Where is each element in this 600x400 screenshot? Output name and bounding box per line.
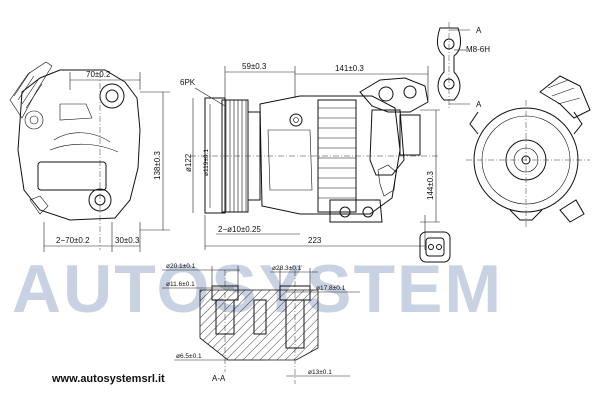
left-side-view [9, 61, 141, 250]
front-end-view [466, 75, 591, 228]
pulley-label: 6PK [180, 78, 196, 87]
dim-port-d5: ø6.5±0.1 [176, 353, 202, 360]
dim-port-d6: ø13±0.1 [308, 369, 332, 376]
main-dimensions: 6PK 59±0.3 141±0.3 ø122 ø119±0.1 144±0.3… [180, 62, 440, 250]
section-dimensions: ø20.1±0.1 ø11.6±0.1 ø28.3±0.1 ø17.8±0.1 … [162, 263, 360, 383]
connector-plug [419, 231, 451, 263]
fitting-detail: A A M8-6H [436, 22, 490, 109]
dim-hub-dia: ø119±0.1 [203, 149, 210, 176]
section-mark-top: A [476, 26, 482, 35]
dim-right-height: 144±0.3 [426, 171, 435, 200]
website-url: www.autosystemsrl.it [51, 373, 165, 385]
left-dimensions: 70±0.2 138±0.3 2−70±0.2 30±0.3 [43, 70, 170, 252]
main-side-view [190, 77, 440, 223]
dim-left-bottom-b: 30±0.3 [115, 236, 140, 245]
section-mark-bottom: A [476, 100, 482, 109]
dim-overall-length: 223 [308, 236, 322, 245]
dim-top-b: 141±0.3 [335, 64, 364, 73]
dim-port-d1: ø20.1±0.1 [166, 263, 196, 270]
dim-left-width: 70±0.2 [86, 70, 111, 79]
dim-left-height: 138±0.3 [153, 151, 162, 180]
dim-pulley-dia: ø122 [184, 153, 193, 172]
dim-port-d4: ø17.8±0.1 [316, 285, 346, 292]
dim-port-d3: ø28.3±0.1 [272, 265, 302, 272]
dim-top-a: 59±0.3 [242, 62, 267, 71]
section-view-a-a [199, 270, 319, 384]
dim-left-bottom-a: 2−70±0.2 [56, 236, 90, 245]
dim-port-d2: ø11.6±0.1 [166, 281, 195, 288]
thread-label: M8-6H [466, 45, 490, 54]
section-label: A-A [212, 374, 226, 383]
dim-bottom-holes: 2−ø10±0.25 [218, 225, 261, 234]
